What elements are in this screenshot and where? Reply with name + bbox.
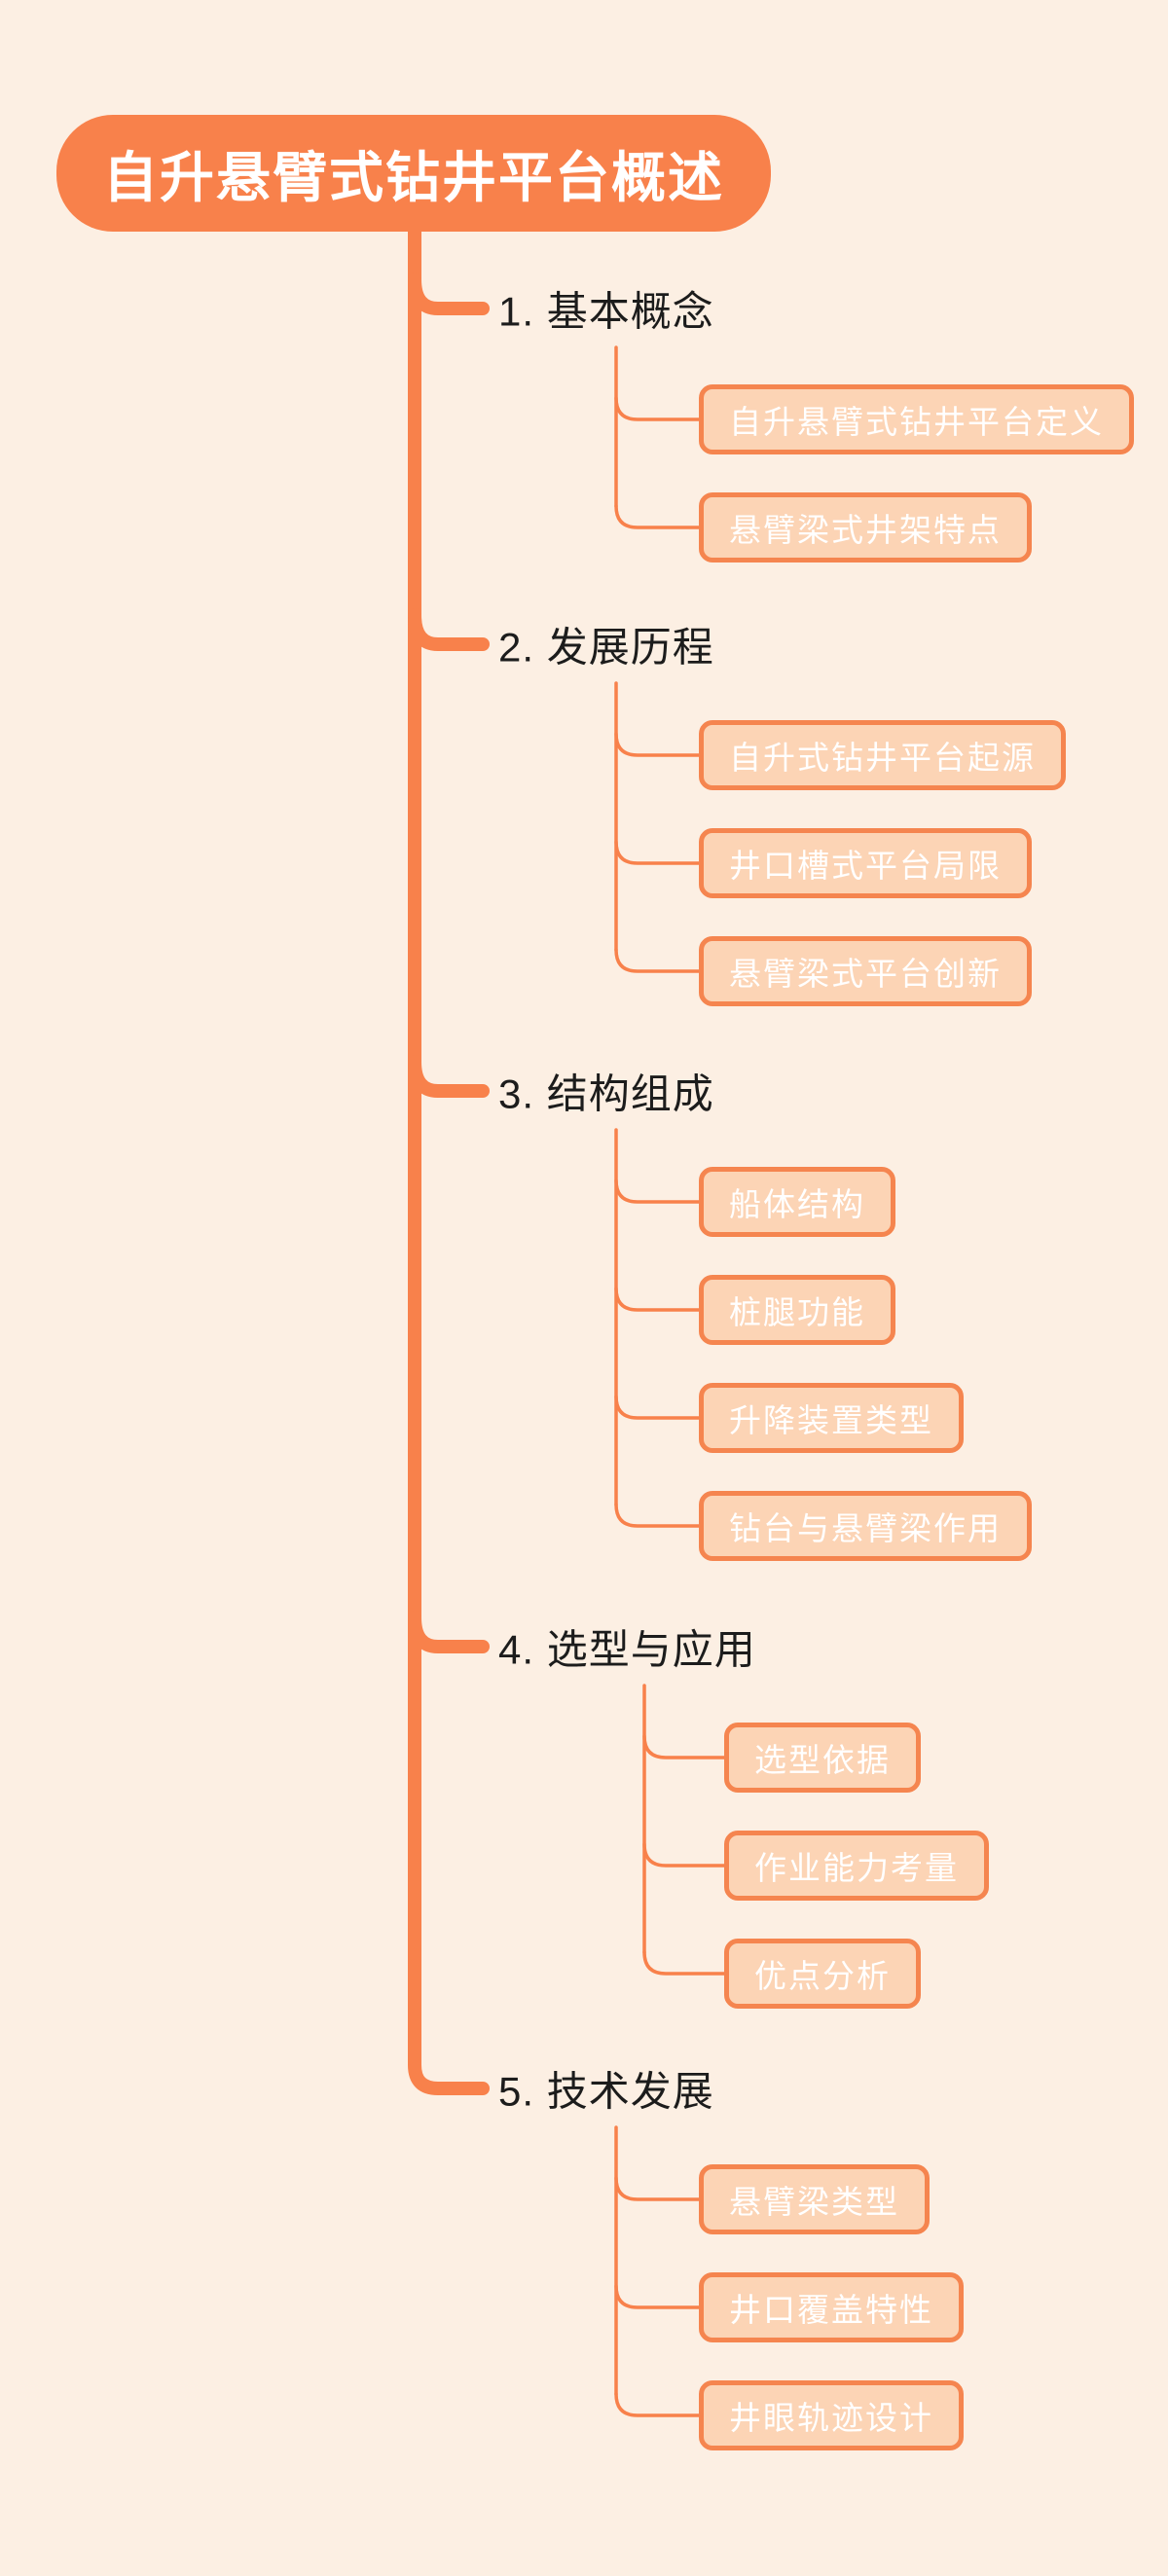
branch-3-child-2-link: [614, 1287, 707, 1312]
branch-2-child-1-link: [614, 732, 707, 757]
branch-3-child-2[interactable]: 桩腿功能: [699, 1275, 895, 1345]
branch-3-child-1-link: [614, 1179, 707, 1204]
trunk-line: [408, 221, 490, 2095]
branch-1-child-1[interactable]: 自升悬臂式钻井平台定义: [699, 384, 1134, 454]
branch-4-child-3[interactable]: 优点分析: [724, 1939, 921, 2009]
branch-5-child-2-link: [614, 2284, 707, 2309]
branch-4-child-1-link: [642, 1734, 732, 1760]
branch-3-child-1[interactable]: 船体结构: [699, 1167, 895, 1237]
branch-2-child-2[interactable]: 井口槽式平台局限: [699, 828, 1032, 898]
branch-4-label[interactable]: 4. 选型与应用: [498, 1626, 756, 1673]
branch-1-label[interactable]: 1. 基本概念: [498, 288, 714, 335]
branch-5-child-3[interactable]: 井眼轨迹设计: [699, 2380, 964, 2450]
branch-5-label[interactable]: 5. 技术发展: [498, 2068, 714, 2115]
branch-2-child-3-link: [614, 948, 707, 973]
branch-3-label[interactable]: 3. 结构组成: [498, 1070, 714, 1117]
branch-2-child-3[interactable]: 悬臂梁式平台创新: [699, 936, 1032, 1006]
branch-2-stub: [408, 608, 490, 651]
branch-3-stub: [408, 1055, 490, 1098]
branch-3-child-3-link: [614, 1395, 707, 1420]
branch-3-child-4[interactable]: 钻台与悬臂梁作用: [699, 1491, 1032, 1561]
branch-3-child-3[interactable]: 升降装置类型: [699, 1383, 964, 1453]
branch-3-child-4-link: [614, 1503, 707, 1528]
branch-5-child-3-link: [614, 2392, 707, 2417]
branch-5-child-2[interactable]: 井口覆盖特性: [699, 2272, 964, 2342]
branch-1-stub: [408, 272, 490, 315]
branch-1-child-1-link: [614, 396, 707, 421]
branch-4-child-1[interactable]: 选型依据: [724, 1723, 921, 1793]
root-node[interactable]: 自升悬臂式钻井平台概述: [56, 115, 771, 232]
branch-4-child-3-link: [642, 1950, 732, 1976]
branch-4-child-2[interactable]: 作业能力考量: [724, 1831, 989, 1901]
branch-4-child-2-link: [642, 1842, 732, 1868]
branch-2-label[interactable]: 2. 发展历程: [498, 624, 714, 671]
branch-1-child-2-link: [614, 504, 707, 529]
branch-5-child-1[interactable]: 悬臂梁类型: [699, 2164, 930, 2234]
branch-2-child-2-link: [614, 840, 707, 865]
branch-5-child-1-link: [614, 2176, 707, 2201]
branch-4-stub: [408, 1611, 490, 1653]
branch-2-child-1[interactable]: 自升式钻井平台起源: [699, 720, 1066, 790]
branch-1-child-2[interactable]: 悬臂梁式井架特点: [699, 492, 1032, 562]
